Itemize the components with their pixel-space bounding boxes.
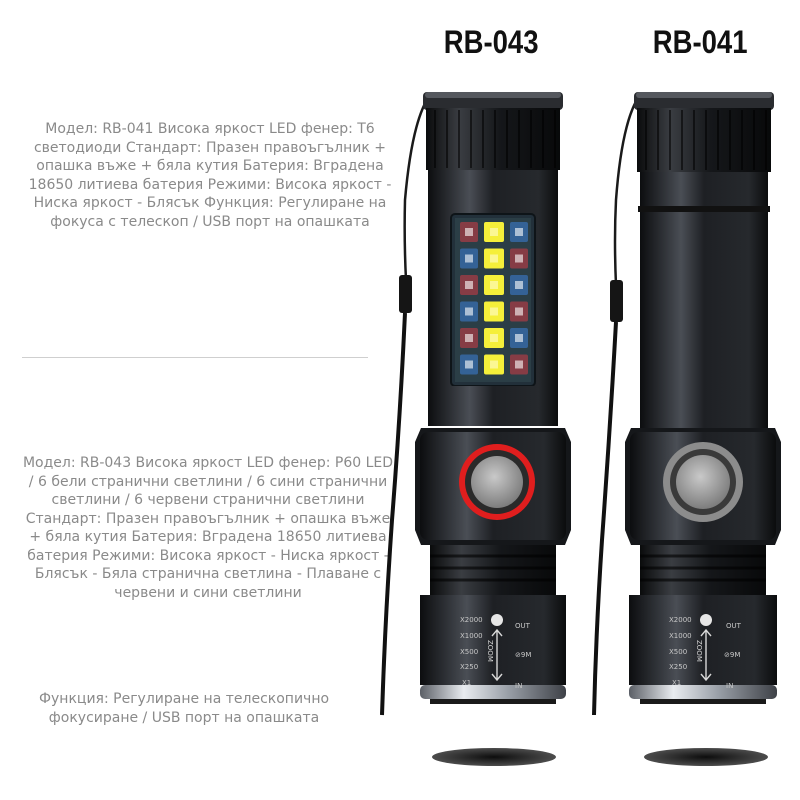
led-chip	[515, 307, 523, 316]
zoom-mark-1: X1	[462, 679, 471, 687]
led-chip	[515, 360, 523, 369]
led-chip	[465, 307, 473, 316]
led-chip	[490, 307, 498, 316]
zoom-out-label: OUT	[515, 622, 531, 630]
flashlight-rb041: X2000 X1000 X500 X250 X1 OUT ⊘9M IN ZOOM	[592, 92, 781, 766]
zoom-mark-1-rb041: X1	[672, 679, 681, 687]
zoom-beam-label-rb041: ⊘9M	[724, 651, 740, 659]
led-chip	[490, 228, 498, 236]
led-chip	[490, 281, 498, 289]
power-button-rb041	[676, 455, 730, 509]
section-divider	[22, 357, 368, 358]
led-chip	[465, 360, 473, 369]
zoom-mark-1000: X1000	[460, 632, 483, 640]
zoom-mark-500: X500	[460, 648, 478, 656]
led-chip	[515, 281, 523, 289]
flashlight-rb043: X2000 X1000 X500 X250 X1 OUT ⊘9M IN ZOOM	[380, 92, 571, 766]
led-chip	[465, 254, 473, 263]
zoom-word-rb041: ZOOM	[695, 640, 703, 662]
led-chip	[515, 334, 523, 342]
rb041-description: Модел: RB-041 Висока яркост LED фенер: T…	[28, 121, 392, 230]
zoom-out-label-rb041: OUT	[726, 622, 742, 630]
zoom-mark-250-rb041: X250	[669, 663, 687, 671]
led-chip	[515, 254, 523, 263]
rb043-description: Модел: RB-043 Висока яркост LED фенер: P…	[22, 455, 394, 601]
function-description: Функция: Регулиране на телескопично фоку…	[38, 691, 330, 726]
zoom-beam-label: ⊘9M	[515, 651, 531, 659]
led-chip	[515, 228, 523, 236]
led-chip	[465, 228, 473, 236]
led-chip	[465, 334, 473, 342]
zoom-in-label-rb041: IN	[726, 682, 733, 690]
power-button-rb043	[471, 456, 523, 508]
model-label-rb041: RB-041	[652, 24, 748, 60]
led-chip	[490, 360, 498, 369]
zoom-word-rb043: ZOOM	[486, 640, 494, 662]
model-label-rb043: RB-043	[443, 24, 539, 60]
led-chip	[465, 281, 473, 289]
zoom-mark-1000-rb041: X1000	[669, 632, 692, 640]
zoom-mark-250: X250	[460, 663, 478, 671]
zoom-in-label: IN	[515, 682, 522, 690]
led-chip	[490, 334, 498, 342]
zoom-mark-500-rb041: X500	[669, 648, 687, 656]
zoom-mark-2000-rb041: X2000	[669, 616, 692, 624]
zoom-mark-2000: X2000	[460, 616, 483, 624]
led-chip	[490, 254, 498, 263]
